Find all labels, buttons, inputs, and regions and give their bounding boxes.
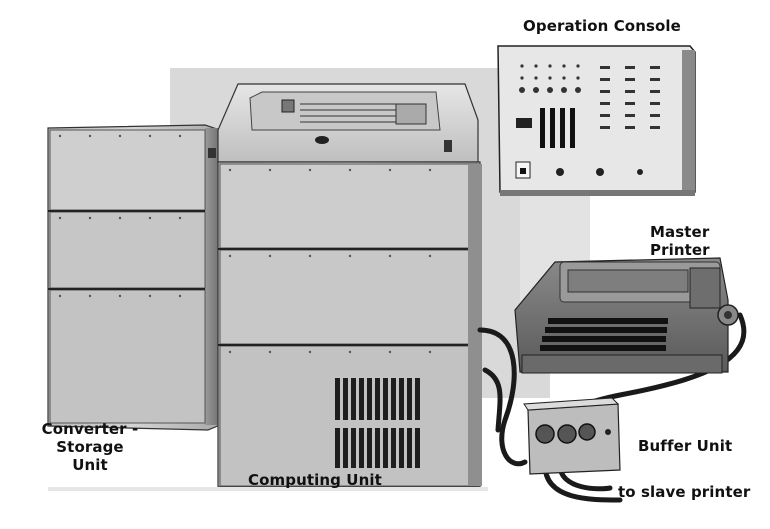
operation-console-label: Operation Console — [523, 17, 681, 35]
converter-storage-unit — [47, 124, 221, 431]
buffer-unit — [523, 397, 621, 475]
converter-storage-unit-label: Converter - Storage Unit — [12, 420, 168, 474]
master-printer-label: Master Printer — [650, 223, 710, 259]
converter-storage-label-line1: Converter - Storage — [41, 420, 139, 456]
computing-unit — [217, 83, 482, 488]
computing-unit-label: Computing Unit — [248, 471, 382, 489]
converter-storage-label-line2: Unit — [72, 456, 108, 474]
slave-printer-label: to slave printer — [618, 483, 751, 501]
buffer-unit-label: Buffer Unit — [638, 437, 733, 455]
operation-console — [497, 45, 696, 196]
master-printer — [514, 257, 739, 374]
vent-grille — [335, 378, 420, 468]
